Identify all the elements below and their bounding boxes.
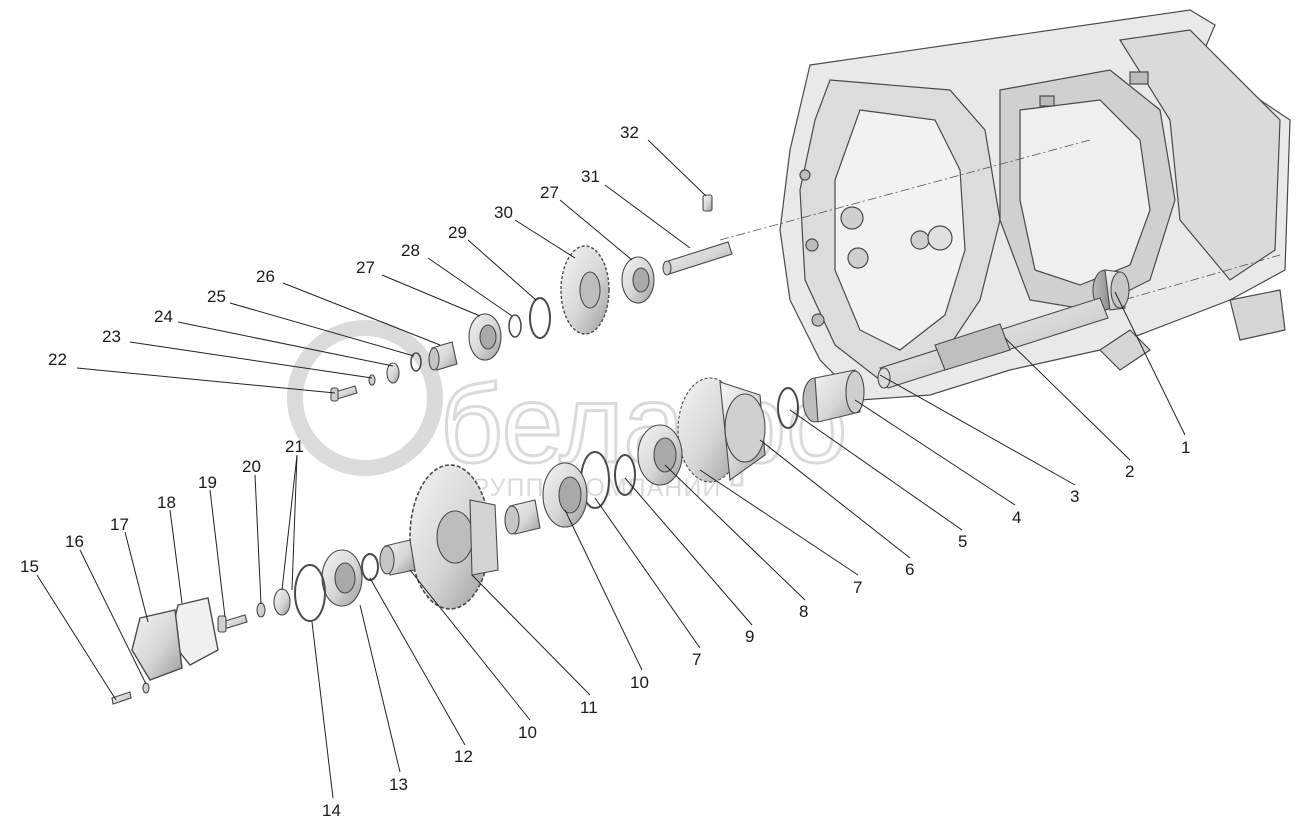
part-21-seal (273, 588, 291, 616)
leader-lines (36, 139, 1186, 799)
callout-27b: 27 (540, 183, 559, 202)
callout-10a: 10 (630, 673, 649, 692)
callout-8: 8 (799, 602, 808, 621)
part-32-pin (702, 194, 713, 212)
part-28-ring (508, 314, 522, 338)
part-15-bolt (111, 691, 132, 705)
callout-22: 22 (48, 350, 67, 369)
part-27-bearing-second (621, 256, 655, 304)
callout-10b: 10 (518, 723, 537, 742)
callout-27a: 27 (356, 258, 375, 277)
callout-7a: 7 (853, 578, 862, 597)
part-11-large-gear (409, 464, 499, 610)
part-4-retaining-ring (777, 387, 799, 429)
callout-26: 26 (256, 267, 275, 286)
part-14-snap-ring (294, 564, 326, 622)
callout-13: 13 (389, 775, 408, 794)
part-3-splined-sleeve (802, 369, 865, 423)
callout-19: 19 (198, 473, 217, 492)
part-19-bolt (217, 614, 248, 633)
callout-3: 3 (1070, 487, 1079, 506)
part-31-shaft (662, 241, 733, 276)
callout-20: 20 (242, 457, 261, 476)
callout-14: 14 (322, 801, 341, 820)
callout-5: 5 (958, 532, 967, 551)
callout-17: 17 (110, 515, 129, 534)
part-30-gear (560, 245, 610, 335)
callout-23: 23 (102, 327, 121, 346)
callout-31: 31 (581, 167, 600, 186)
part-17-cover (131, 609, 183, 681)
callout-15: 15 (20, 557, 39, 576)
part-16-washer (142, 682, 150, 694)
part-7-bearing (637, 424, 683, 486)
callout-18: 18 (157, 493, 176, 512)
watermark-logo-ring (287, 320, 443, 476)
callout-24: 24 (154, 307, 173, 326)
callout-28: 28 (401, 241, 420, 260)
callout-6: 6 (905, 560, 914, 579)
part-2-spline-shaft (877, 297, 1109, 389)
part-24-washer (386, 362, 400, 384)
callout-21: 21 (285, 437, 304, 456)
part-7-bearing-second (542, 462, 588, 528)
part-27-bearing (468, 313, 502, 361)
callout-16: 16 (65, 532, 84, 551)
gearbox-housing (779, 9, 1291, 401)
part-29-snap-ring (529, 297, 551, 339)
part-10-bushing (504, 499, 541, 535)
callout-1: 1 (1181, 438, 1190, 457)
part-26-bushing (428, 341, 458, 371)
part-8-ring (614, 454, 636, 496)
part-22-bolt (330, 385, 358, 402)
callout-12: 12 (454, 747, 473, 766)
part-23-washer (368, 374, 376, 386)
part-25-ring (410, 352, 422, 372)
parts (111, 194, 1130, 705)
callout-29: 29 (448, 223, 467, 242)
part-20-washer (256, 602, 266, 618)
callout-7b: 7 (692, 650, 701, 669)
callout-9: 9 (745, 627, 754, 646)
part-10-bushing-second (379, 539, 416, 576)
callout-labels: 1 2 3 4 5 6 7 7 8 9 10 10 11 12 13 14 15… (20, 123, 1190, 820)
part-12-ring (361, 553, 379, 581)
callout-2: 2 (1125, 462, 1134, 481)
part-6-gear (677, 377, 766, 483)
callout-4: 4 (1012, 508, 1021, 527)
callout-25: 25 (207, 287, 226, 306)
callout-32: 32 (620, 123, 639, 142)
watermark-tagline: ГРУППА КОМПАНИЙ (458, 472, 721, 502)
part-13-bearing (321, 549, 363, 607)
callout-11: 11 (580, 698, 598, 717)
callout-30: 30 (494, 203, 513, 222)
